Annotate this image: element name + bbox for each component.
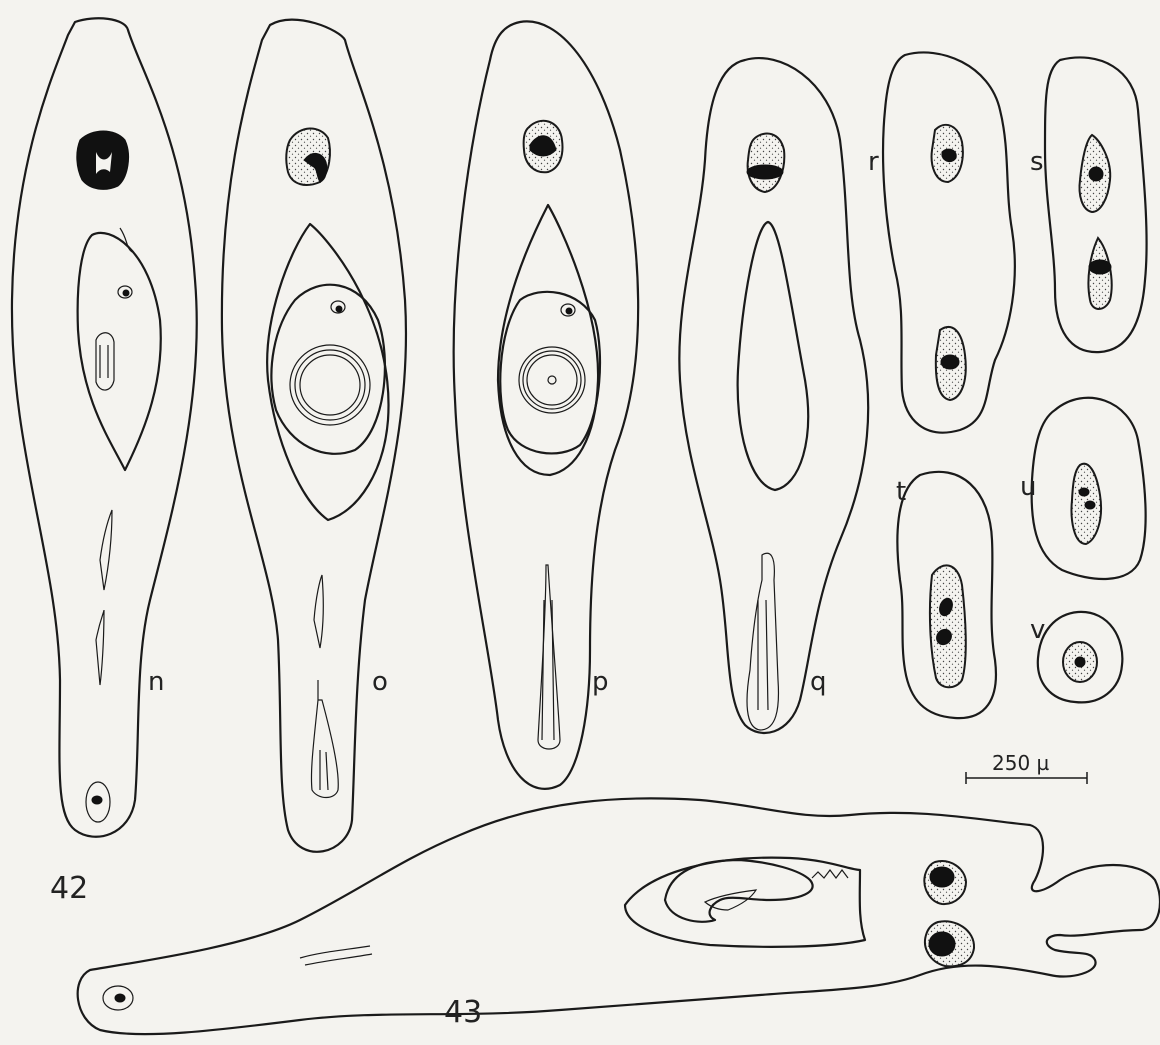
label-p: p [592, 667, 609, 697]
label-o: o [372, 667, 388, 697]
scale-bar: 250 µ [966, 751, 1087, 784]
label-n: n [148, 667, 164, 697]
specimen-s: s [1030, 57, 1147, 352]
specimen-v: v [1030, 612, 1122, 702]
label-t: t [896, 477, 906, 507]
specimen-n-capsule [78, 233, 161, 470]
scale-bar-label: 250 µ [992, 751, 1050, 775]
label-r: r [868, 147, 879, 177]
label-u: u [1020, 472, 1036, 502]
specimen-q: q [679, 58, 868, 733]
specimen-u: u [1020, 398, 1146, 579]
figure-number-42: 42 [50, 871, 88, 906]
specimen-q-nucleus [748, 134, 785, 192]
specimen-t-capsule [930, 565, 966, 687]
specimen-p-capsule [500, 292, 600, 454]
specimen-43-capsule [665, 860, 813, 922]
specimen-n: n [12, 18, 197, 836]
figure-number-43: 43 [444, 995, 482, 1030]
label-q: q [810, 667, 827, 697]
label-s: s [1030, 147, 1044, 177]
specimen-43-outline [78, 798, 1160, 1034]
specimen-p: p [454, 21, 638, 788]
specimen-43 [78, 798, 1160, 1034]
specimen-o: o [222, 20, 406, 852]
specimen-r: r [868, 52, 1015, 432]
specimen-t: t [896, 472, 996, 718]
label-v: v [1030, 615, 1045, 645]
